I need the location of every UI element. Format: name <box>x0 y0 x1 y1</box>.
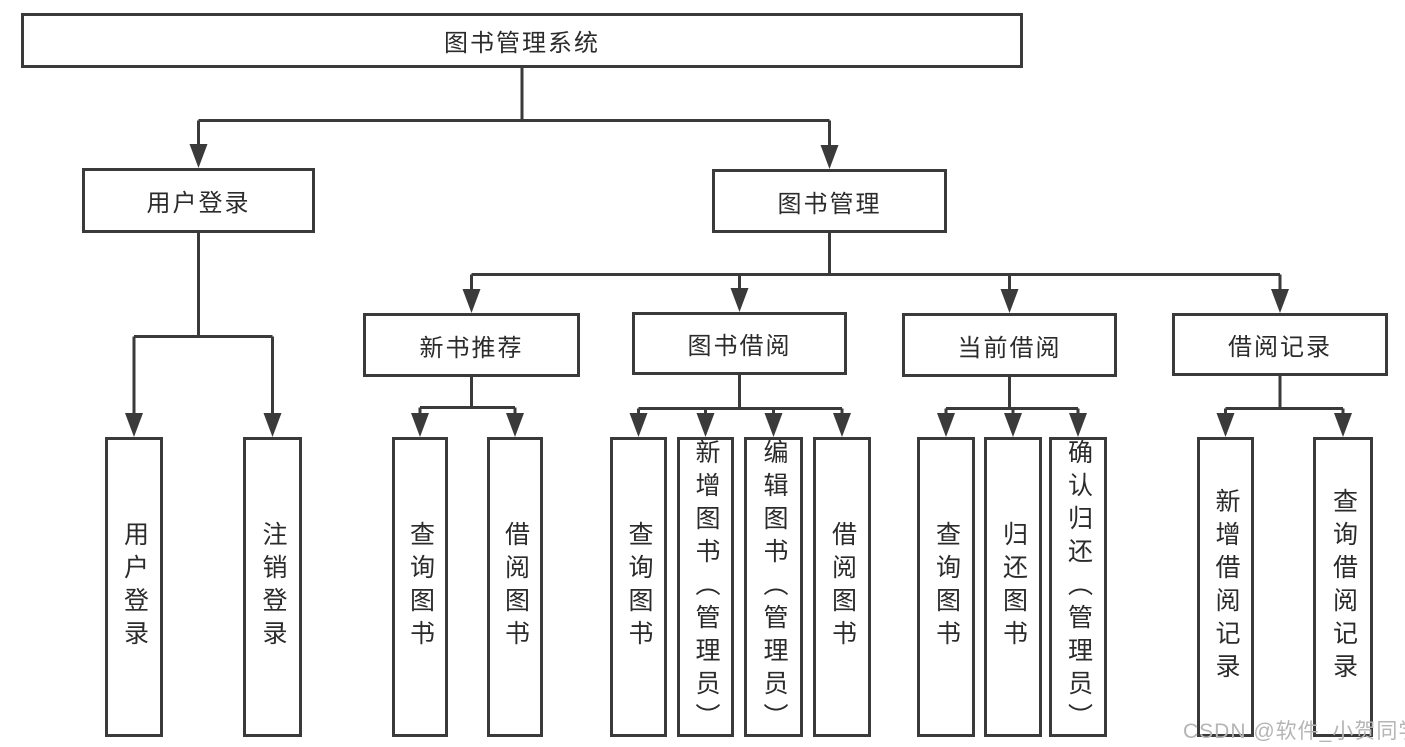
leaf-return-books-label: 归还图书 <box>999 521 1028 653</box>
connector-root-to-level2 <box>189 68 839 169</box>
leaf-query-borrow-record: 查询借阅记录 <box>1313 437 1373 737</box>
leaf-confirm-return-admin-label: 确认归还（管理员） <box>1064 438 1093 736</box>
node-root-system: 图书管理系统 <box>21 13 1023 68</box>
node-book-mgmt-label: 图书管理 <box>777 190 882 218</box>
leaf-query-books-borrow-label: 查询图书 <box>625 521 653 653</box>
leaf-query-borrow-record-label: 查询借阅记录 <box>1329 488 1358 686</box>
leaf-add-books-admin: 新增图书（管理员） <box>677 437 734 737</box>
node-borrow-records: 借阅记录 <box>1172 313 1388 376</box>
leaf-add-borrow-record: 新增借阅记录 <box>1197 437 1254 737</box>
connector-book-borrow-to-leaves <box>629 375 851 437</box>
leaf-logout: 注销登录 <box>243 437 302 737</box>
leaf-logout-label: 注销登录 <box>259 521 287 653</box>
csdn-watermark: CSDN @软件_小贺同学 <box>1183 720 1405 743</box>
node-borrow-records-label: 借阅记录 <box>1228 334 1332 361</box>
node-book-borrow-label: 图书借阅 <box>687 333 792 360</box>
node-current-borrow: 当前借阅 <box>902 313 1117 377</box>
connector-user-login-to-leaves <box>125 233 282 437</box>
leaf-query-books-recommend: 查询图书 <box>392 437 448 737</box>
leaf-return-books: 归还图书 <box>984 437 1042 737</box>
leaf-borrow-books-recommend: 借阅图书 <box>487 437 543 737</box>
node-root-label: 图书管理系统 <box>444 30 600 57</box>
node-new-books: 新书推荐 <box>363 313 580 377</box>
connector-new-books-to-leaves <box>411 377 524 437</box>
leaf-query-books-current-label: 查询图书 <box>932 521 961 653</box>
leaf-borrow-books-borrow: 借阅图书 <box>813 437 871 737</box>
connector-book-mgmt-to-level3 <box>462 233 1289 313</box>
leaf-user-login-label: 用户登录 <box>120 521 149 653</box>
leaf-borrow-books-recommend-label: 借阅图书 <box>501 521 530 653</box>
leaf-edit-books-admin-label: 编辑图书（管理员） <box>760 438 788 736</box>
leaf-borrow-books-borrow-label: 借阅图书 <box>828 521 857 653</box>
leaf-confirm-return-admin: 确认归还（管理员） <box>1049 437 1107 737</box>
node-current-borrow-label: 当前借阅 <box>957 334 1062 362</box>
leaf-add-borrow-record-label: 新增借阅记录 <box>1212 488 1240 686</box>
leaf-add-books-admin-label: 新增图书（管理员） <box>692 438 720 736</box>
node-book-mgmt: 图书管理 <box>712 169 947 233</box>
leaf-query-books-borrow: 查询图书 <box>610 437 667 737</box>
node-new-books-label: 新书推荐 <box>419 334 524 362</box>
node-user-login-label: 用户登录 <box>146 190 251 217</box>
leaf-query-books-recommend-label: 查询图书 <box>406 521 435 653</box>
node-user-login: 用户登录 <box>82 168 315 233</box>
leaf-query-books-current: 查询图书 <box>917 437 975 737</box>
leaf-user-login: 用户登录 <box>105 437 163 737</box>
leaf-edit-books-admin: 编辑图书（管理员） <box>744 437 803 737</box>
connector-borrow-records-to-leaves <box>1216 376 1352 437</box>
connector-current-borrow-to-leaves <box>937 377 1087 437</box>
node-book-borrow: 图书借阅 <box>632 312 847 375</box>
